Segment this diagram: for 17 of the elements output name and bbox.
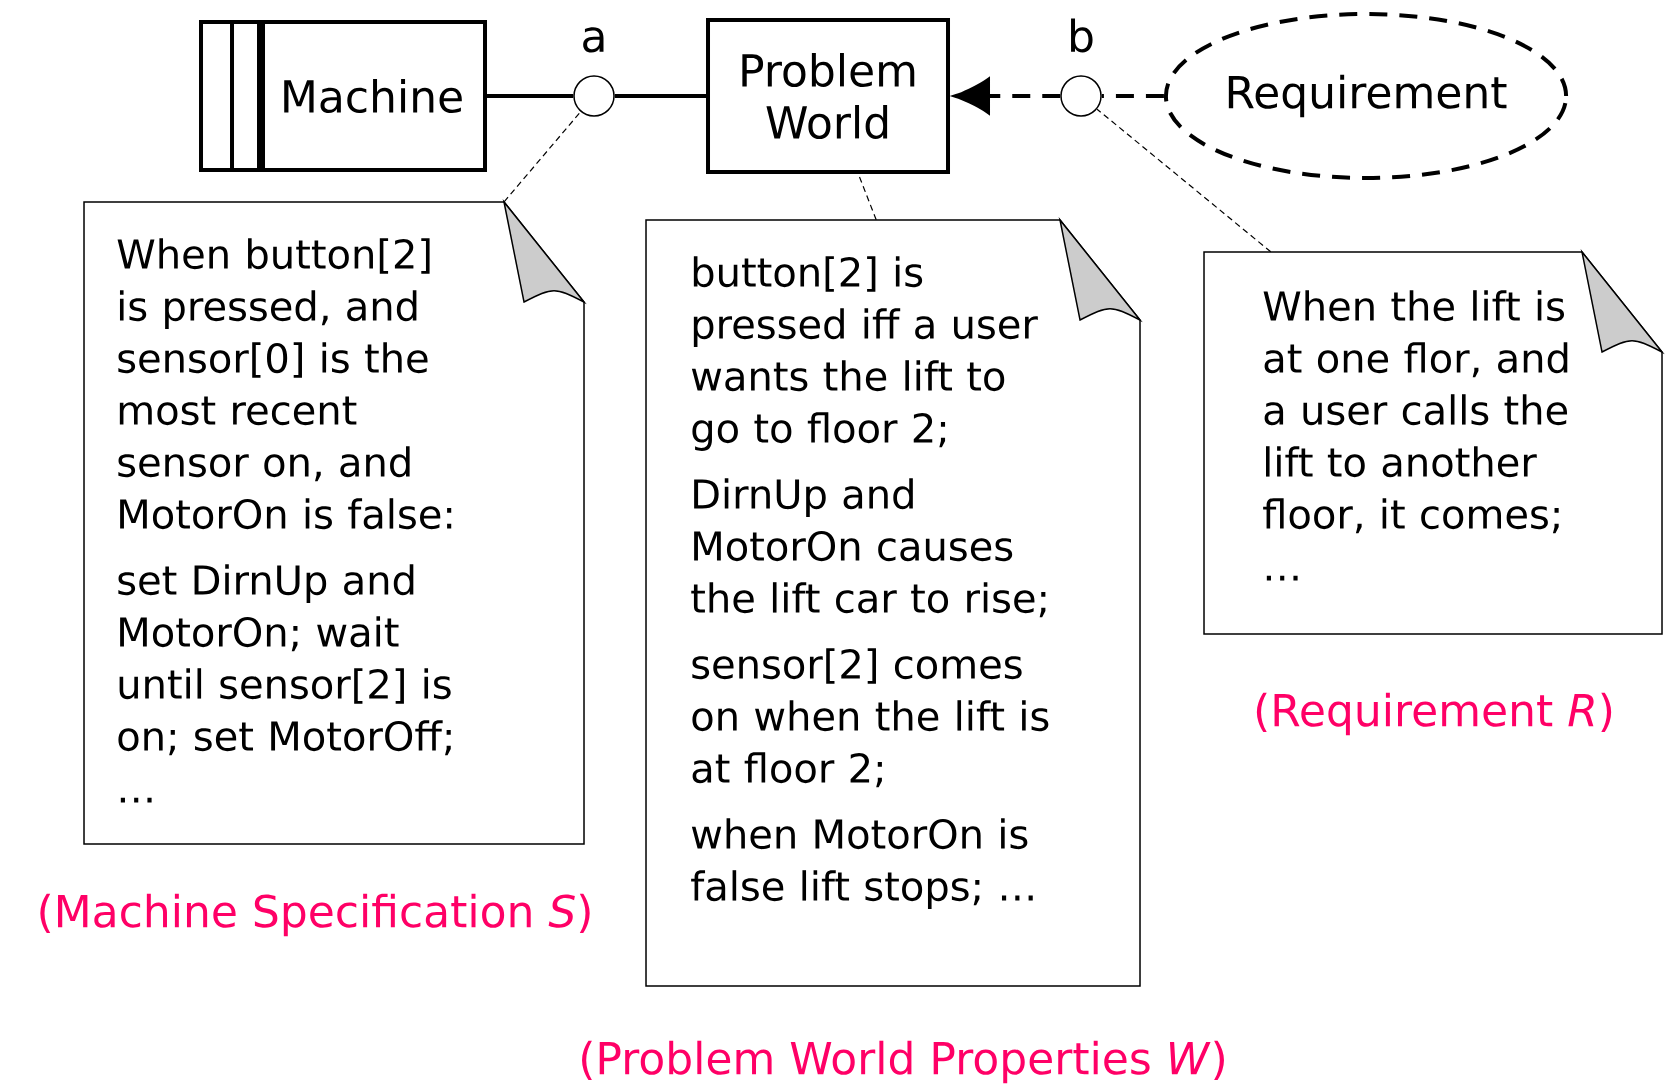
note-card: When button[2] is pressed, and sensor[0] is the most recent sensor on, and MotorOn is false: set DirnUp and MotorOn; wait until sensor[2] is on; set MotorOff; …: [83, 201, 585, 845]
connector-line: [487, 94, 574, 98]
leader-line: [1096, 108, 1272, 253]
machine-box: Machine: [199, 20, 487, 172]
node-label: (Requirement R): [1256, 692, 1612, 736]
note-card: When the lift is at one flor, and a user calls the lift to another floor, it comes; …: [1203, 251, 1663, 635]
connector-line: [1101, 94, 1164, 98]
interface-label: b: [1071, 18, 1093, 53]
leader-line: [503, 111, 582, 203]
connector-line: [614, 94, 706, 98]
interface-label: a: [583, 27, 604, 53]
node-label: (Problem World Properties W): [582, 1040, 1224, 1084]
interface-circle: [1060, 75, 1102, 117]
interface-circle: [573, 75, 615, 117]
node-label: (Machine Specification S): [40, 893, 590, 937]
note-card: button[2] is pressed iff a user wants the lift to go to floor 2; DirnUp and MotorOn causes the lift car to rise; sensor[2] comes on when the lift is at floor 2; when MotorOn is false lift stops; …: [645, 219, 1141, 987]
problem-box: Problem World: [706, 18, 950, 174]
